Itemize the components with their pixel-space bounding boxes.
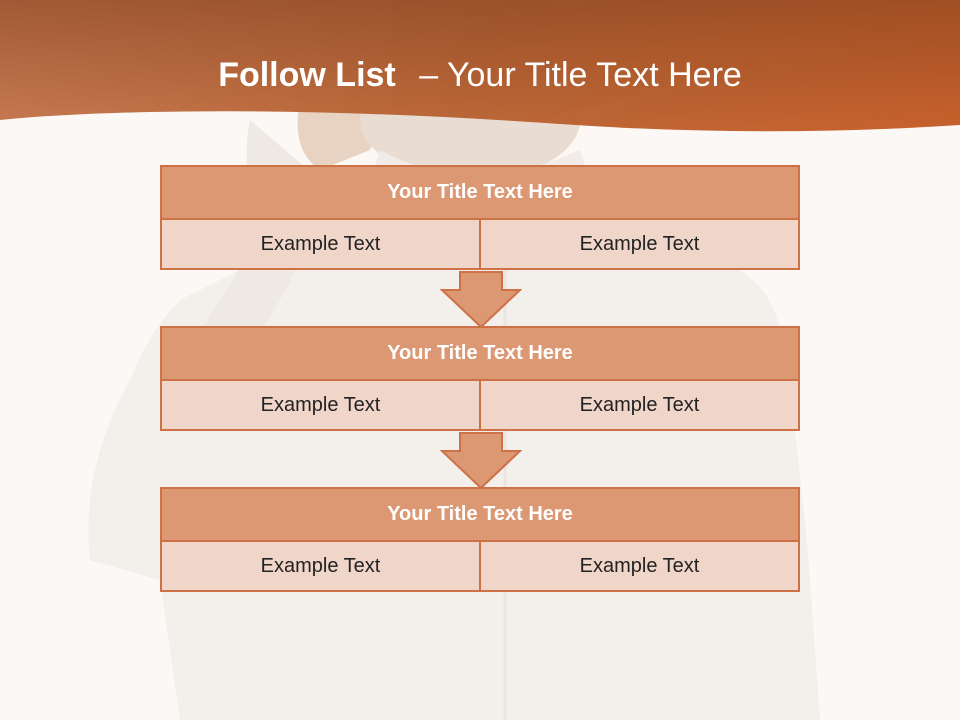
slide-title-rest: Your Title Text Here — [446, 56, 742, 94]
stage-2: Your Title Text Here Example Text Exampl… — [160, 326, 800, 431]
stage-cell-left: Example Text — [160, 542, 479, 592]
slide-title: Follow List – Your Title Text Here — [0, 52, 960, 98]
stage-title: Your Title Text Here — [160, 487, 800, 542]
stage-row: Example Text Example Text — [160, 220, 800, 270]
stage-1: Your Title Text Here Example Text Exampl… — [160, 165, 800, 270]
stage-title: Your Title Text Here — [160, 165, 800, 220]
stage-row: Example Text Example Text — [160, 381, 800, 431]
header-band — [0, 0, 960, 132]
down-arrow-icon — [440, 271, 522, 329]
stage-row: Example Text Example Text — [160, 542, 800, 592]
slide-title-main: Follow List — [218, 56, 396, 94]
stage-3: Your Title Text Here Example Text Exampl… — [160, 487, 800, 592]
stage-cell-right: Example Text — [479, 542, 800, 592]
stage-cell-right: Example Text — [479, 220, 800, 270]
stage-cell-right: Example Text — [479, 381, 800, 431]
stage-cell-left: Example Text — [160, 220, 479, 270]
stage-cell-left: Example Text — [160, 381, 479, 431]
slide-title-separator: – — [419, 56, 439, 94]
stage-title: Your Title Text Here — [160, 326, 800, 381]
down-arrow-icon — [440, 432, 522, 490]
